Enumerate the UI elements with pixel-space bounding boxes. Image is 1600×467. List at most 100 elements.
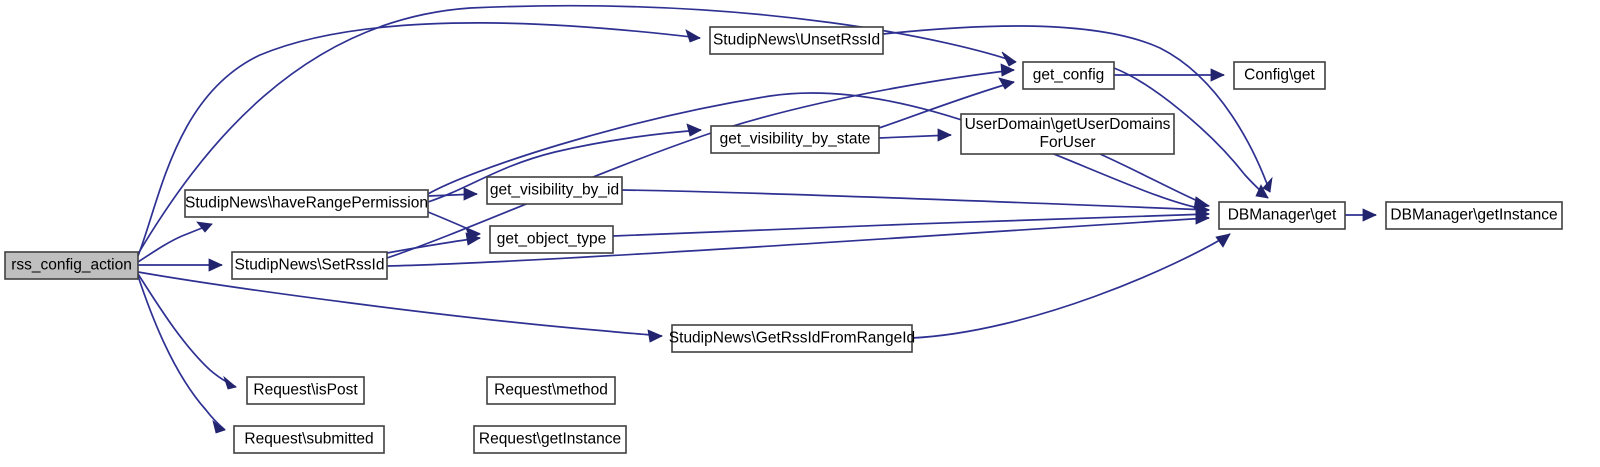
node-box[interactable]	[486, 376, 616, 405]
node-getrssidfromrangeid[interactable]: StudipNews\GetRssIdFromRangeId	[669, 324, 915, 353]
arrowhead-icon	[686, 123, 702, 137]
edge-rss_config_action-to-haverangepermission	[137, 221, 213, 263]
edge-haverangepermission-to-get_visibility_by_state	[427, 123, 702, 203]
edge-line	[612, 213, 1210, 237]
edge-rss_config_action-to-getrssidfromrangeid	[137, 271, 663, 343]
node-label: get_visibility_by_id	[490, 182, 619, 199]
node-box[interactable]	[233, 425, 385, 454]
node-label: StudipNews\haveRangePermission	[185, 195, 428, 212]
edge-get_config-to-dbmanager_get	[1113, 67, 1269, 199]
arrowhead-icon	[1262, 176, 1273, 193]
node-request_ispost[interactable]: Request\isPost	[246, 376, 365, 405]
node-unsetrssid[interactable]: StudipNews\UnsetRssId	[709, 26, 884, 55]
node-get_visibility_by_state[interactable]: get_visibility_by_state	[710, 125, 880, 154]
node-label: DBManager\get	[1228, 207, 1337, 224]
node-label: rss_config_action	[11, 257, 132, 274]
node-box[interactable]	[1385, 201, 1563, 230]
node-get_config[interactable]: get_config	[1022, 61, 1115, 90]
node-box[interactable]	[489, 225, 614, 254]
node-label: Request\method	[494, 382, 608, 399]
node-label: UserDomain\getUserDomains	[965, 116, 1171, 133]
node-label: DBManager\getInstance	[1390, 207, 1557, 224]
edge-dbmanager_get-to-dbmanager_getinstance	[1345, 208, 1377, 222]
arrowhead-icon	[647, 329, 663, 343]
edge-get_visibility_by_state-to-get_config	[878, 77, 1015, 129]
arrowhead-icon	[208, 258, 223, 272]
node-box[interactable]	[231, 251, 388, 280]
edge-setrssid-to-get_config	[386, 63, 1015, 259]
node-box[interactable]	[960, 113, 1175, 155]
node-box[interactable]	[1233, 61, 1326, 90]
arrowhead-icon	[937, 128, 952, 142]
arrowhead-icon	[465, 232, 481, 246]
edge-get_config-to-config_get	[1114, 68, 1225, 82]
arrowhead-icon	[1215, 233, 1231, 248]
arrowhead-icon	[1195, 211, 1210, 225]
node-haverangepermission[interactable]: StudipNews\haveRangePermission	[184, 189, 429, 218]
node-box[interactable]	[486, 176, 623, 205]
node-label: Request\submitted	[244, 431, 373, 448]
edge-get_visibility_by_state-to-getuserdomainsforuser	[878, 128, 952, 142]
arrowhead-icon	[196, 221, 213, 233]
node-box[interactable]	[1218, 201, 1346, 230]
edge-rss_config_action-to-setrssid	[138, 258, 223, 272]
arrowhead-icon	[1000, 63, 1015, 77]
edge-line	[427, 129, 702, 203]
edge-get_object_type-to-dbmanager_get	[612, 207, 1210, 237]
node-label: ForUser	[1040, 134, 1096, 151]
node-setrssid[interactable]: StudipNews\SetRssId	[231, 251, 388, 280]
edge-line	[137, 271, 663, 337]
node-dbmanager_getinstance[interactable]: DBManager\getInstance	[1385, 201, 1563, 230]
arrowhead-icon	[685, 29, 701, 43]
node-box[interactable]	[246, 376, 365, 405]
node-label: Config\get	[1244, 67, 1315, 84]
node-label: get_object_type	[497, 231, 606, 248]
edge-line	[621, 189, 1210, 211]
edge-line	[137, 4, 1017, 255]
arrowhead-icon	[1210, 68, 1225, 82]
edge-rss_config_action-to-request_submitted	[137, 275, 226, 434]
edge-get_visibility_by_id-to-dbmanager_get	[621, 189, 1210, 217]
node-request_getinstance[interactable]: Request\getInstance	[473, 425, 627, 454]
node-box[interactable]	[473, 425, 627, 454]
edge-setrssid-to-get_object_type	[386, 232, 481, 254]
node-label: Request\getInstance	[479, 431, 621, 448]
edges-layer	[137, 4, 1377, 434]
node-dbmanager_get[interactable]: DBManager\get	[1218, 201, 1346, 230]
node-label: get_visibility_by_state	[720, 131, 871, 148]
nodes-layer: rss_config_action StudipNews\UnsetRssId ge…	[4, 26, 1563, 454]
edge-line	[137, 273, 237, 388]
node-rss_config_action[interactable]: rss_config_action	[4, 251, 139, 280]
edge-unsetrssid-to-dbmanager_get	[882, 25, 1273, 193]
arrowhead-icon	[1362, 208, 1377, 222]
node-get_visibility_by_id[interactable]: get_visibility_by_id	[486, 176, 623, 205]
edge-getuserdomainsforuser-to-dbmanager_get	[1099, 153, 1211, 210]
edge-line	[911, 233, 1231, 339]
node-label: get_config	[1033, 67, 1105, 84]
arrowhead-icon	[1001, 51, 1017, 67]
arrowhead-icon	[212, 420, 226, 434]
node-box[interactable]	[710, 125, 880, 154]
node-box[interactable]	[4, 251, 139, 280]
arrowhead-icon	[463, 187, 478, 201]
arrowhead-icon	[223, 375, 237, 390]
node-get_object_type[interactable]: get_object_type	[489, 225, 614, 254]
edge-line	[137, 223, 213, 263]
node-config_get[interactable]: Config\get	[1233, 61, 1326, 90]
edge-rss_config_action-to-unsetrssid	[137, 22, 701, 257]
edge-line	[137, 275, 226, 431]
node-box[interactable]	[709, 26, 884, 55]
edge-line	[878, 81, 1015, 129]
edge-setrssid-to-dbmanager_get	[386, 211, 1210, 267]
node-request_method[interactable]: Request\method	[486, 376, 616, 405]
node-box[interactable]	[671, 324, 913, 353]
edge-getrssidfromrangeid-to-dbmanager_get	[911, 233, 1231, 339]
node-box[interactable]	[1022, 61, 1115, 90]
node-box[interactable]	[184, 189, 429, 218]
node-label: Request\isPost	[253, 382, 358, 399]
node-request_submitted[interactable]: Request\submitted	[233, 425, 385, 454]
edge-line	[882, 25, 1271, 193]
